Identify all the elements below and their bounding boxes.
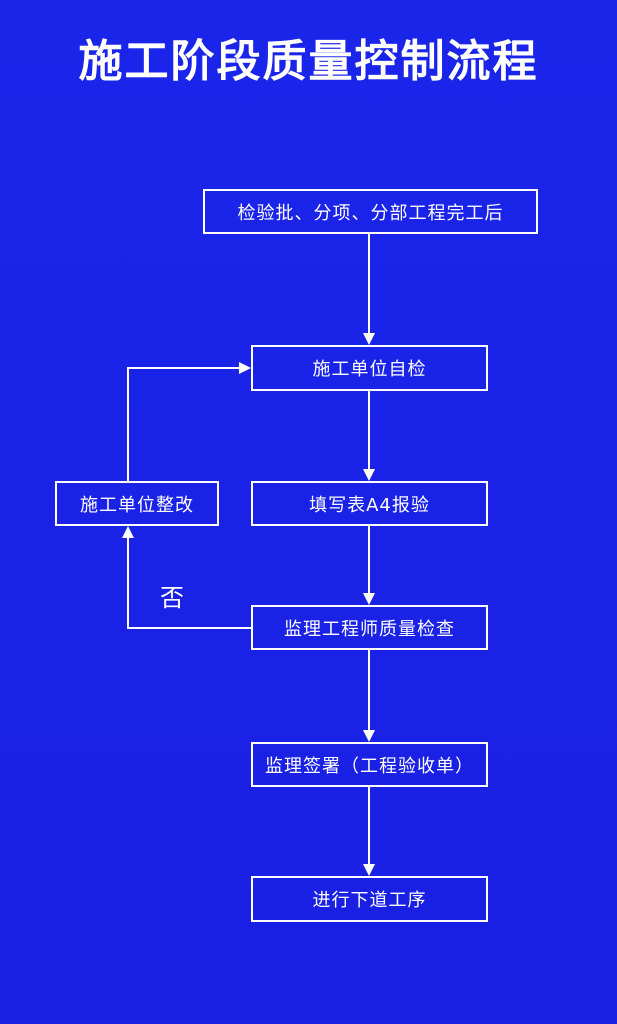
step-start-label: 检验批、分项、分部工程完工后 [237, 202, 504, 224]
step-sign-box: 监理签署（工程验收单） [251, 742, 488, 787]
step-sign-label: 监理签署（工程验收单） [265, 755, 474, 777]
page-title: 施工阶段质量控制流程 [78, 36, 539, 87]
step-report-box: 填写表A4报验 [251, 481, 488, 526]
step-report-label: 填写表A4报验 [309, 494, 430, 516]
step-inspection-label: 监理工程师质量检查 [284, 618, 455, 640]
step-next-box: 进行下道工序 [251, 876, 488, 922]
step-self-check-label: 施工单位自检 [312, 359, 427, 380]
step-start-box: 检验批、分项、分部工程完工后 [203, 189, 538, 234]
step-rectify-box: 施工单位整改 [55, 481, 219, 526]
step-self-check-box: 施工单位自检 [251, 345, 488, 391]
arrow-rectify-to-self-check [127, 362, 251, 481]
step-rectify-label: 施工单位整改 [80, 494, 194, 516]
decision-no-label: 否 [160, 584, 184, 612]
step-next-label: 进行下道工序 [312, 890, 427, 911]
step-inspection-box: 监理工程师质量检查 [251, 605, 488, 650]
arrow-inspection-to-rectify [122, 526, 251, 629]
